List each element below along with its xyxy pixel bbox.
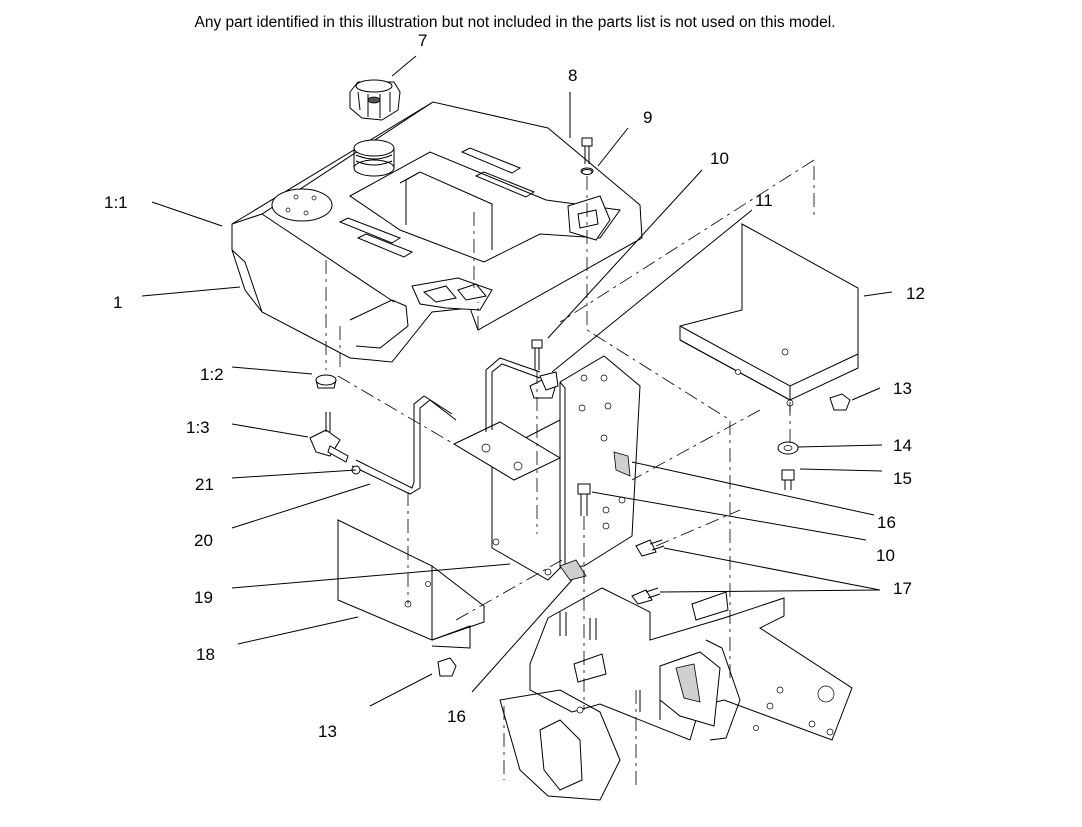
callout-1-2: 1:2 [200, 365, 224, 384]
callout-14: 14 [893, 436, 912, 455]
callout-12: 12 [906, 284, 925, 303]
fuel-tank [231, 101, 643, 363]
callout-9: 9 [643, 108, 652, 127]
callout-13-lower: 13 [318, 722, 337, 741]
fuel-line [351, 357, 541, 495]
callout-21: 21 [195, 475, 214, 494]
callout-13-right: 13 [893, 379, 912, 398]
hardware [437, 137, 851, 677]
parts-list-note: Any part identified in this illustration… [194, 14, 836, 31]
callout-20: 20 [194, 531, 213, 550]
callout-16-right: 16 [877, 513, 896, 532]
main-bracket [452, 355, 641, 581]
fuel-cap [349, 79, 401, 121]
callout-18: 18 [196, 645, 215, 664]
seat-bracket [679, 223, 859, 412]
callout-10-top: 10 [710, 149, 729, 168]
grommet [315, 374, 337, 389]
callout-15: 15 [893, 469, 912, 488]
center-lines [325, 159, 815, 710]
callout-16-lower: 16 [447, 707, 466, 726]
callout-7: 7 [418, 31, 427, 50]
callout-labels: 7 8 9 10 11 1:1 12 1 1:2 13 1:3 14 15 21… [104, 31, 925, 741]
callout-11: 11 [755, 191, 773, 210]
fuel-valve [309, 412, 361, 475]
callout-19: 19 [194, 588, 213, 607]
shield-plate [337, 519, 485, 649]
callout-1-1: 1:1 [104, 193, 128, 212]
callout-1: 1 [113, 293, 122, 312]
tractor-frame [499, 587, 853, 801]
leader-lines [141, 55, 893, 707]
callout-10-lower: 10 [876, 546, 895, 565]
callout-17: 17 [893, 579, 912, 598]
callout-8: 8 [568, 66, 577, 85]
callout-1-3: 1:3 [186, 418, 210, 437]
